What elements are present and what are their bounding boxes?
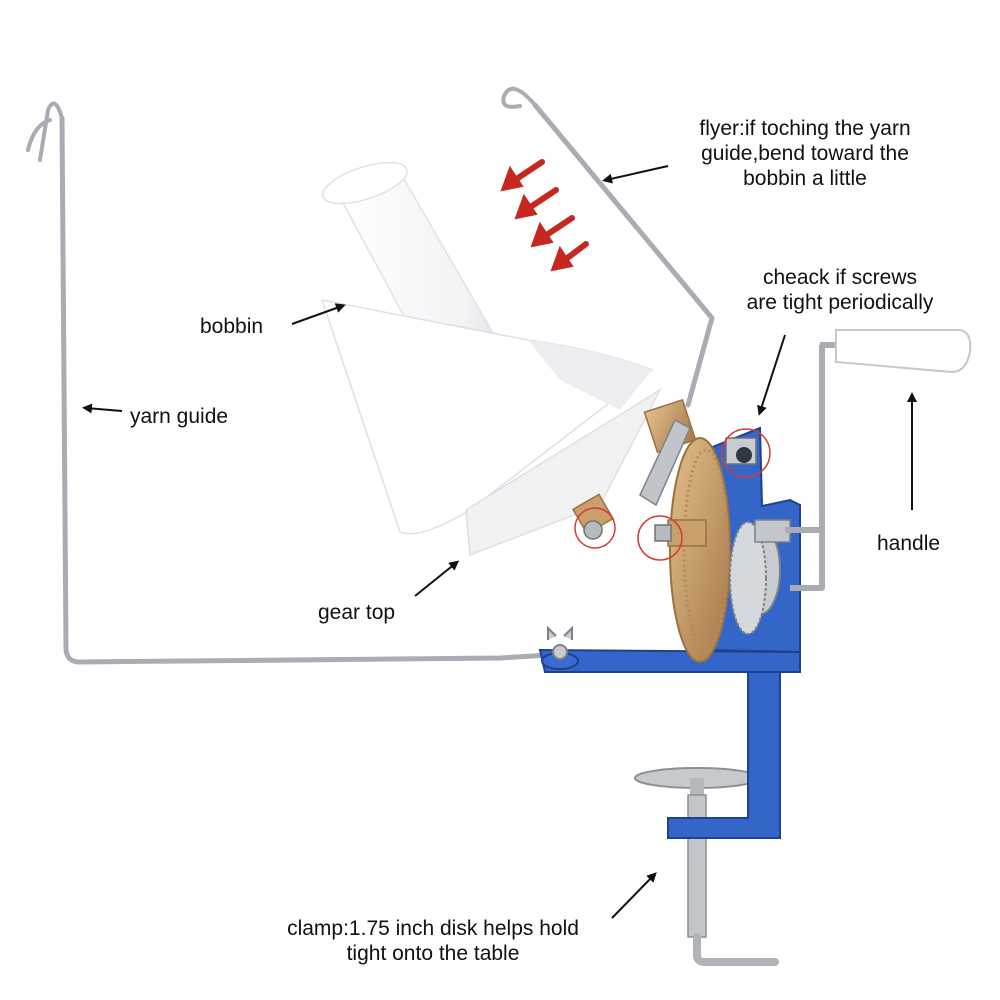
callout-arrows: [82, 165, 917, 919]
yarn-guide-arrow: [82, 403, 123, 414]
handle-crank: [785, 329, 972, 591]
yarn-guide-label: yarn guide: [130, 405, 229, 428]
red-arrow: [500, 159, 545, 192]
red-arrow: [550, 241, 589, 272]
red-arrow: [514, 187, 559, 220]
flyer-label-line: flyer:if toching the yarn: [699, 117, 911, 140]
clamp-arrow: [611, 872, 657, 919]
bobbin-arrow: [291, 303, 346, 325]
flyer-label-line: bobbin a little: [743, 167, 867, 190]
flyer-hub: [639, 398, 757, 507]
clamp-label-line: clamp:1.75 inch disk helps hold: [287, 917, 579, 940]
gear-top-label: gear top: [318, 601, 396, 624]
screws-arrow: [757, 334, 786, 416]
flyer-label: flyer:if toching the yarn guide,bend tow…: [660, 116, 950, 191]
drive-gears: [729, 519, 791, 635]
clamp-label-line: tight onto the table: [346, 942, 520, 965]
handle-label: handle: [877, 532, 941, 555]
bobbin-label: bobbin: [200, 315, 264, 338]
flyer-arrow: [602, 165, 669, 184]
bobbin: [320, 161, 662, 557]
gear-top-arrow: [414, 560, 460, 597]
red-arrow: [530, 215, 575, 248]
screws-label: cheack if screws are tight periodically: [720, 265, 960, 315]
winding-direction-arrows: [500, 159, 589, 272]
flyer-wire: [501, 86, 715, 408]
brass-gear: [654, 437, 731, 663]
screws-label-line: cheack if screws: [762, 266, 918, 289]
screws-label-line: are tight periodically: [746, 291, 934, 314]
yarn-guide-wire: [26, 101, 553, 665]
flyer-label-line: guide,bend toward the: [701, 142, 909, 165]
clamp-frame: [538, 625, 801, 839]
screw-highlight-circles: [574, 428, 771, 561]
clamp-label: clamp:1.75 inch disk helps hold tight on…: [252, 916, 614, 966]
